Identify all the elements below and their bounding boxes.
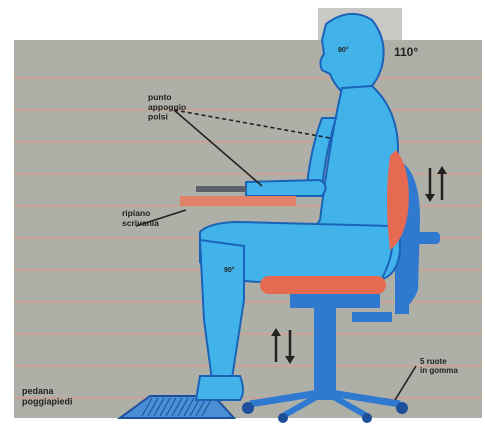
seat-cushion (260, 276, 386, 294)
seat-mechanism (290, 294, 380, 308)
seat-lever (352, 312, 392, 322)
desk-surface (180, 196, 296, 206)
keyboard (196, 186, 246, 192)
head-angle-label: 110° (394, 45, 418, 59)
knee-mark: 90° (224, 266, 235, 274)
head-mark: 90° (338, 46, 349, 54)
